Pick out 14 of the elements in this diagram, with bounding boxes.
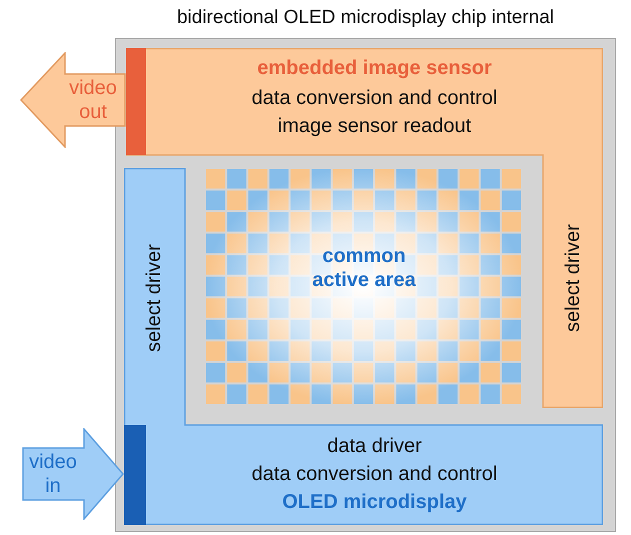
block-label: data conversion and control bbox=[250, 86, 498, 110]
port-label: video in bbox=[28, 450, 78, 498]
driver-label: select driver bbox=[142, 243, 166, 354]
block-heading: OLED microdisplay bbox=[281, 490, 468, 514]
area-label: common active area bbox=[311, 244, 417, 292]
port-strip bbox=[124, 425, 146, 525]
port-label: video out bbox=[68, 76, 118, 124]
chip-title: bidirectional OLED microdisplay chip internal bbox=[176, 6, 555, 30]
port-strip bbox=[126, 48, 146, 155]
block-label: data conversion and control bbox=[250, 462, 498, 486]
block-label: data driver bbox=[326, 434, 423, 458]
block-label: image sensor readout bbox=[276, 114, 472, 138]
driver-label: select driver bbox=[561, 223, 585, 334]
block-heading: embedded image sensor bbox=[256, 56, 493, 80]
